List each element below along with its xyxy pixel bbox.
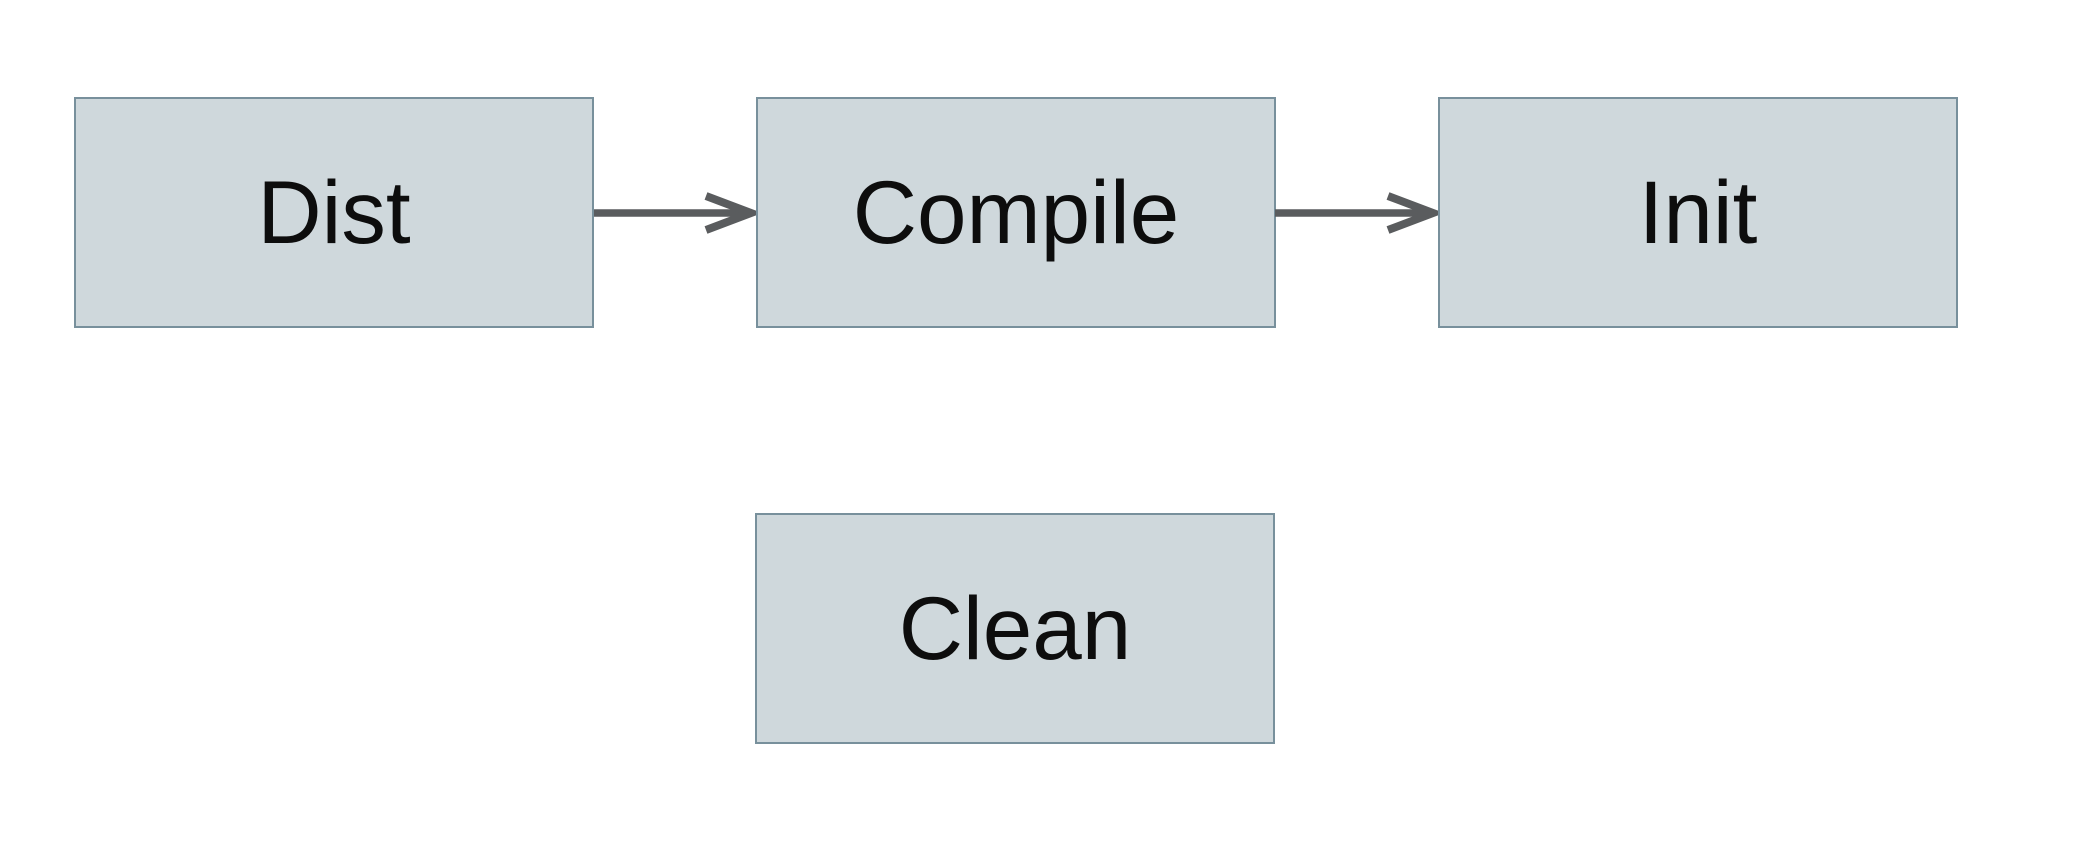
node-init-label: Init xyxy=(1638,162,1758,262)
node-compile: Compile xyxy=(756,97,1276,328)
node-clean-label: Clean xyxy=(898,578,1132,678)
node-clean: Clean xyxy=(755,513,1275,744)
arrow-head xyxy=(704,192,763,234)
node-init: Init xyxy=(1438,97,1958,328)
node-compile-label: Compile xyxy=(852,162,1180,262)
node-dist: Dist xyxy=(74,97,594,328)
node-dist-label: Dist xyxy=(257,162,411,262)
arrow-dist-to-compile xyxy=(594,192,763,234)
arrow-compile-to-init xyxy=(1275,192,1445,234)
arrow-head xyxy=(1386,192,1445,234)
